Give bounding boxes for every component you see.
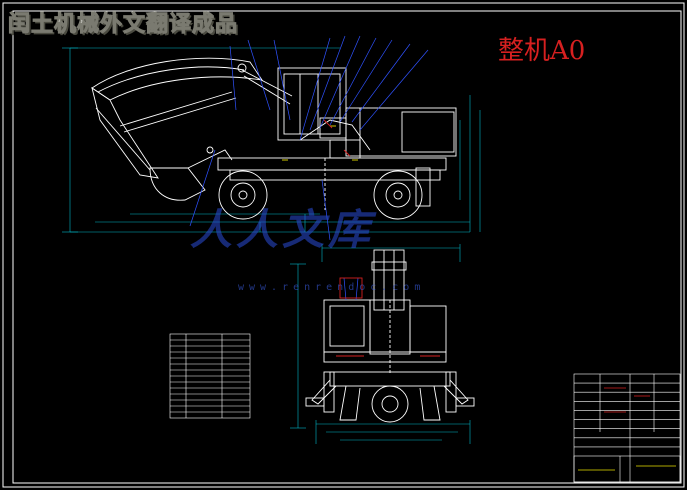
parts-rows (170, 339, 250, 413)
front-axle (329, 371, 451, 387)
engine-housing (345, 107, 457, 157)
title-rows (574, 382, 680, 448)
drawing-size-label: 整机A0 (498, 36, 586, 66)
chassis (217, 157, 447, 171)
boom-arm (91, 57, 263, 101)
parts-list-table (169, 333, 251, 419)
part-leaders (189, 35, 429, 241)
dipper-arm (91, 86, 159, 179)
sheet-border-inner (12, 10, 682, 484)
title-block-marks (604, 387, 650, 413)
boom-front (373, 249, 405, 311)
title-block (573, 373, 681, 483)
page-title: 闰土机械外文翻译成品 (7, 12, 239, 38)
engine-front (409, 305, 447, 353)
cab-front (323, 299, 371, 353)
outrigger-rear (415, 167, 431, 207)
watermark-logo: 人人文库 (190, 205, 375, 254)
cab (277, 67, 347, 141)
watermark-url: www.renrendoc.com (238, 282, 426, 293)
front-wheel (218, 170, 268, 220)
highlight-parts (323, 119, 351, 157)
weld-marks (282, 125, 358, 161)
front-view (290, 244, 475, 444)
bucket (149, 167, 206, 201)
front-leaders (343, 277, 359, 301)
rear-wheel (373, 170, 423, 220)
side-view (62, 35, 481, 241)
side-dimension-lines (62, 47, 481, 233)
front-dimension-lines (290, 244, 471, 444)
